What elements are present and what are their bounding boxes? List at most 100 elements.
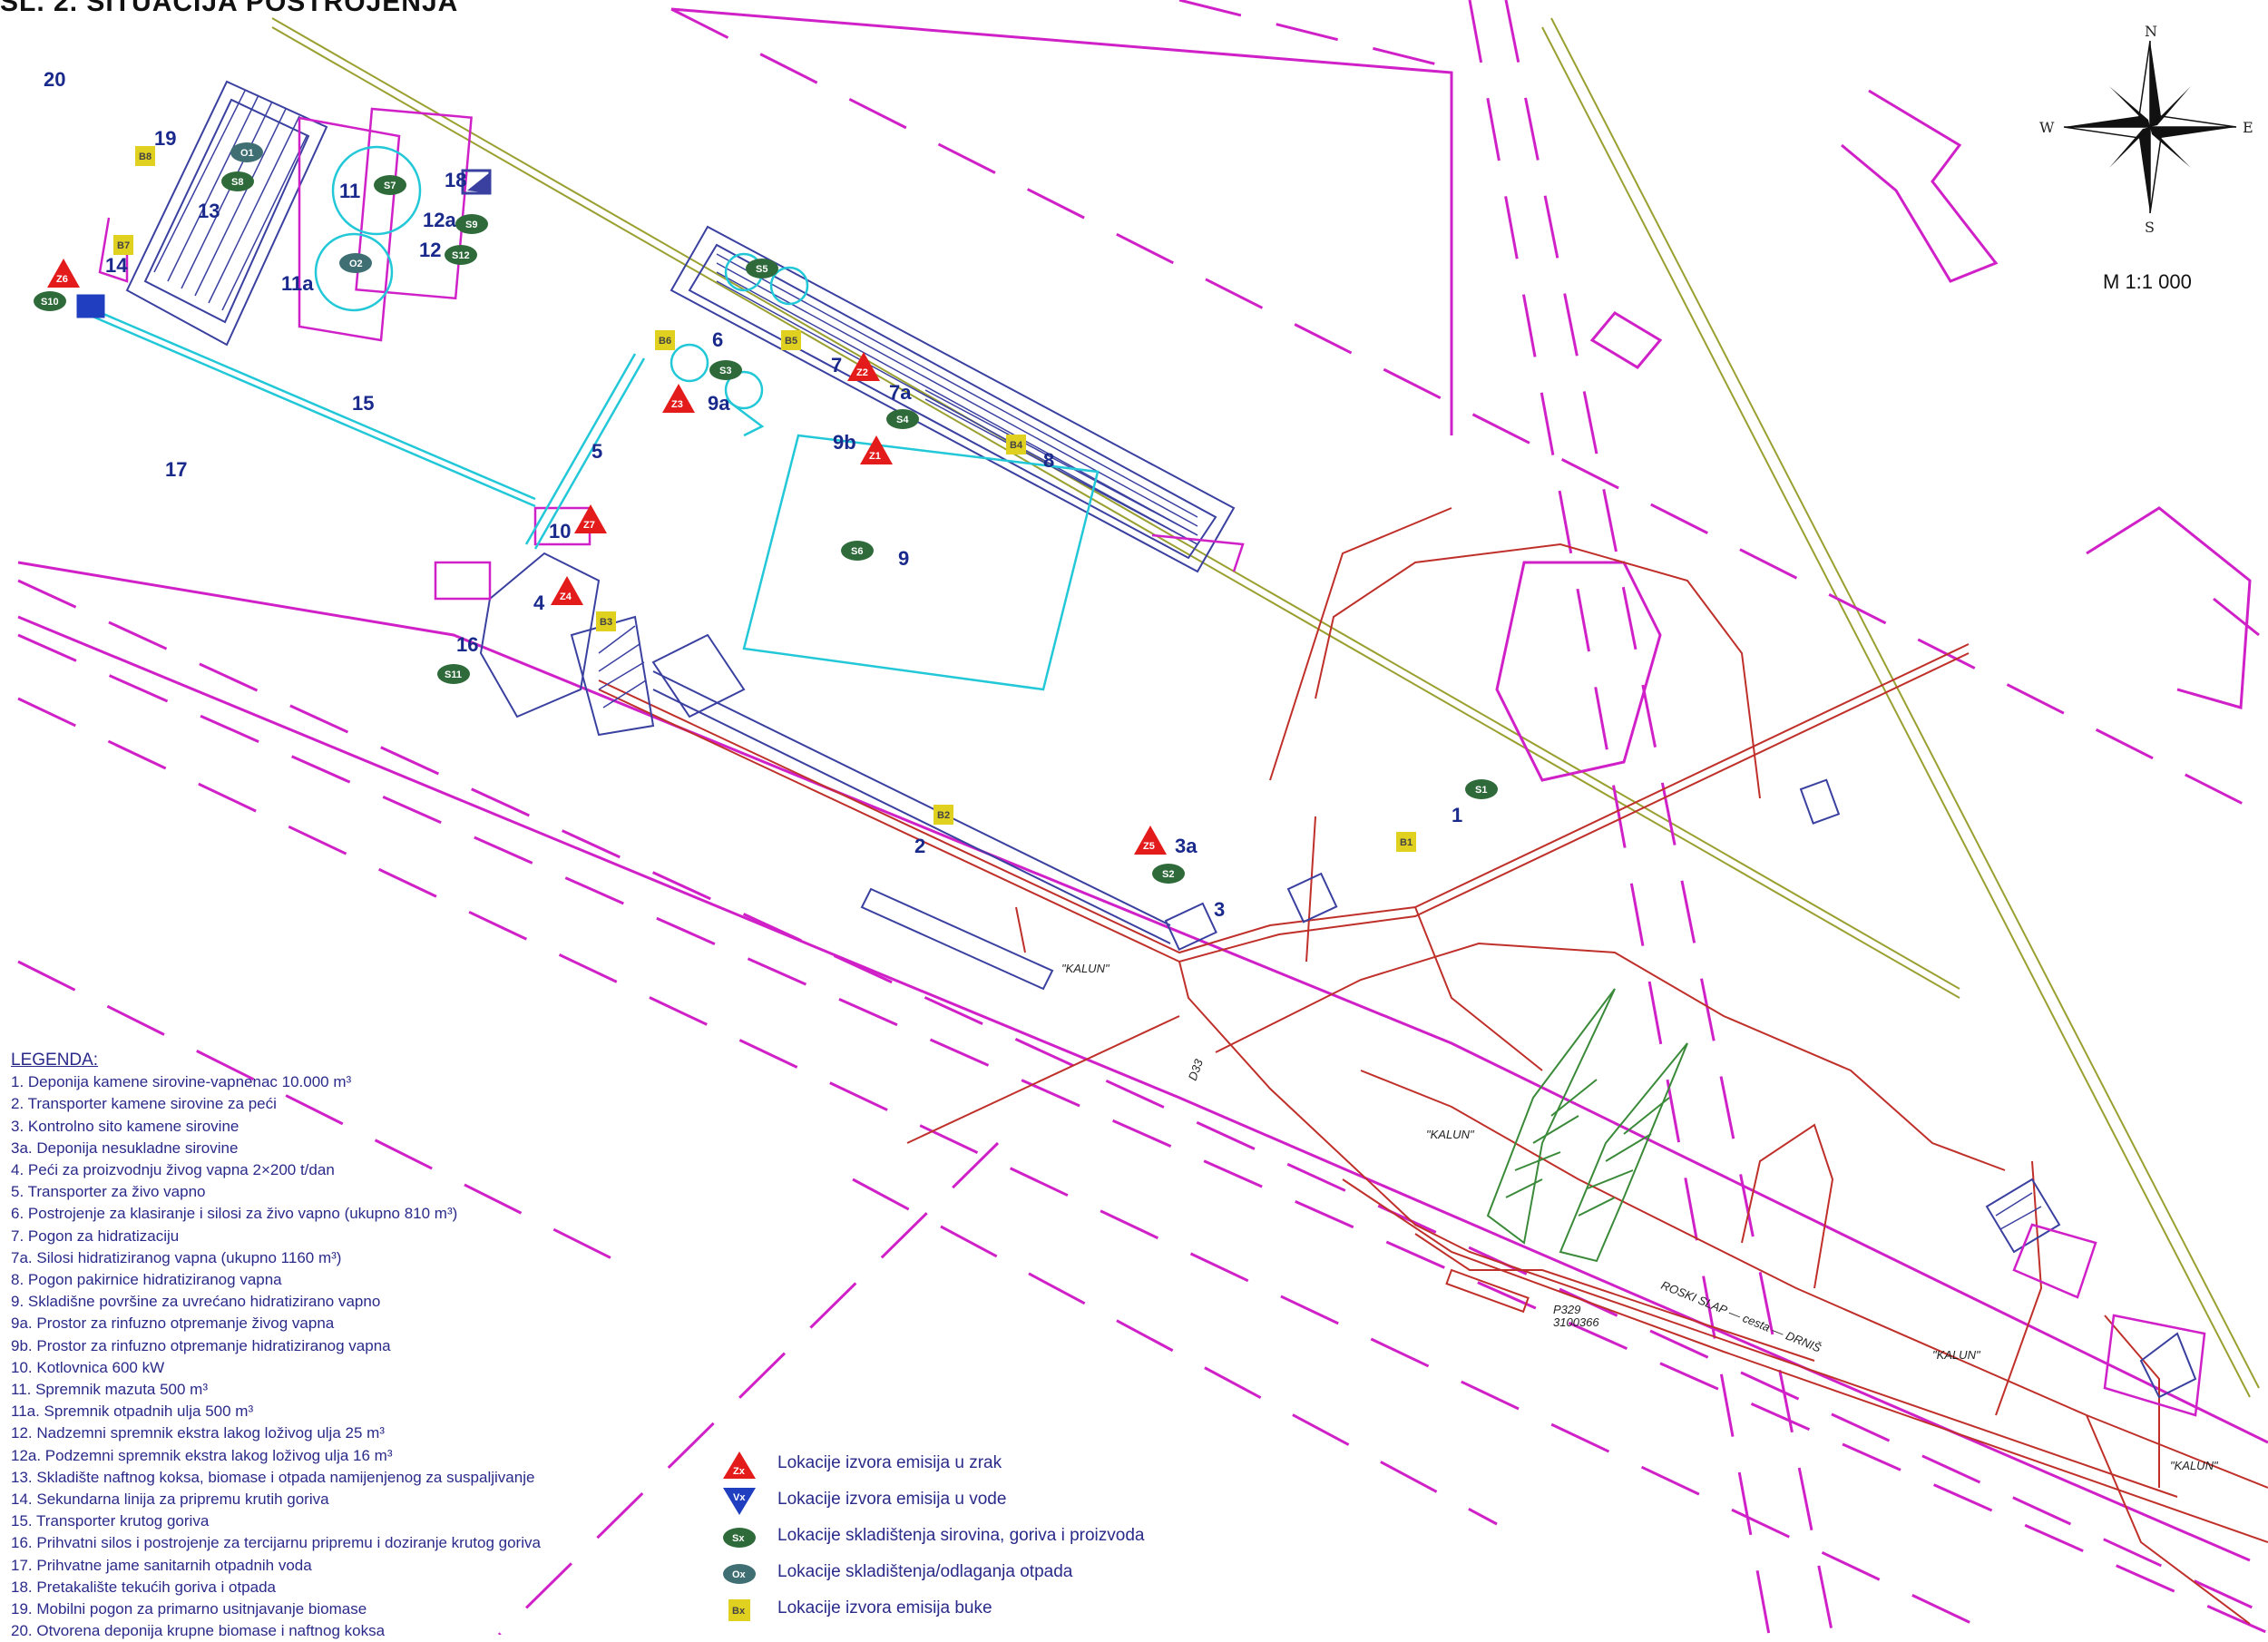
legend-item: 19. Mobilni pogon za primarno usitnjavan…	[11, 1600, 367, 1618]
marker-b8[interactable]: B8	[135, 146, 155, 166]
legend-item: 20. Otvorena deponija krupne biomase i n…	[11, 1622, 386, 1640]
label-8: 8	[1043, 449, 1054, 472]
symbol-row-waste: Ox Lokacije skladištenja/odlaganja otpad…	[721, 1559, 1229, 1589]
label-18: 18	[445, 169, 466, 191]
svg-text:Ox: Ox	[732, 1569, 747, 1580]
label-14: 14	[105, 254, 128, 277]
legend-item: 8. Pogon pakirnice hidratiziranog vapna	[11, 1271, 282, 1289]
marker-s7[interactable]: S7	[374, 175, 406, 195]
marker-o2[interactable]: O2	[339, 253, 372, 273]
marker-z3[interactable]: Z3	[662, 384, 695, 413]
svg-text:S2: S2	[1162, 869, 1174, 880]
label-3a: 3a	[1175, 835, 1198, 857]
marker-b2[interactable]: B2	[934, 805, 953, 825]
legend-item: 3a. Deponija nesukladne sirovine	[11, 1139, 239, 1157]
svg-text:Z7: Z7	[583, 520, 595, 531]
teal-ellipse-icon: Ox	[723, 1564, 756, 1584]
label-7: 7	[831, 354, 842, 376]
embankments	[1486, 988, 1688, 1263]
cyan-structures	[90, 145, 1100, 691]
legend-item: 13. Skladište naftnog koksa, biomase i o…	[11, 1468, 535, 1486]
svg-text:B6: B6	[659, 336, 671, 347]
symbol-row-noise: Bx Lokacije izvora emisija buke	[721, 1595, 1229, 1626]
yellow-square-icon: Bx	[728, 1599, 750, 1621]
label-15: 15	[352, 392, 374, 415]
marker-z5[interactable]: Z5	[1134, 826, 1167, 855]
marker-b6[interactable]: B6	[655, 330, 675, 350]
marker-b4[interactable]: B4	[1006, 435, 1026, 454]
legend-item: 9b. Prostor za rinfuzno otpremanje hidra…	[11, 1336, 391, 1354]
waste-markers[interactable]: O1 O2	[230, 142, 372, 273]
marker-s8[interactable]: S8	[221, 171, 254, 191]
svg-text:D33: D33	[1186, 1057, 1207, 1082]
svg-text:O2: O2	[349, 259, 363, 269]
svg-text:B4: B4	[1010, 440, 1023, 451]
marker-z1[interactable]: Z1	[860, 435, 893, 464]
svg-text:S5: S5	[756, 264, 767, 275]
svg-text:"KALUN": "KALUN"	[1061, 962, 1110, 975]
noise-markers[interactable]: B1 B2 B3 B4 B5 B6 B7 B8	[113, 146, 1416, 852]
label-19: 19	[154, 127, 176, 150]
label-3: 3	[1214, 898, 1225, 921]
svg-text:Bx: Bx	[732, 1606, 746, 1617]
road-labels: "KALUN" "KALUN" "KALUN" "KALUN" ROSKI SL…	[1061, 962, 2219, 1472]
marker-z6[interactable]: Z6	[47, 259, 80, 288]
label-9a: 9a	[708, 392, 730, 415]
svg-text:E: E	[2243, 119, 2253, 136]
label-13: 13	[198, 200, 220, 222]
air-emission-markers[interactable]: Z6 Z3 Z2 Z1 Z7 Z4 Z5	[47, 259, 1167, 855]
marker-s6[interactable]: S6	[841, 541, 874, 561]
marker-b3[interactable]: B3	[596, 611, 616, 631]
svg-text:B7: B7	[117, 240, 130, 251]
marker-z4[interactable]: Z4	[551, 576, 583, 605]
marker-s3[interactable]: S3	[709, 360, 742, 380]
svg-text:Z2: Z2	[856, 367, 868, 378]
legend-item: 4. Peći za proizvodnju živog vapna 2×200…	[11, 1161, 335, 1179]
label-1: 1	[1452, 804, 1462, 826]
svg-text:S8: S8	[231, 177, 243, 188]
north-arrow-icon: N S E W	[2039, 23, 2253, 236]
storage-markers[interactable]: S1 S2 S3 S4 S5 S6 S7 S8 S9 S10 S11 S12	[34, 171, 1498, 884]
svg-text:P329: P329	[1553, 1303, 1580, 1316]
area-numbers: 20 19 13 11 18 12a 12 14 11a 15 17 5 6 7…	[44, 68, 1462, 921]
legend-item: 10. Kotlovnica 600 kW	[11, 1358, 165, 1376]
svg-text:Z3: Z3	[671, 399, 683, 410]
svg-text:S1: S1	[1475, 785, 1487, 796]
marker-s9[interactable]: S9	[455, 214, 488, 234]
marker-s1[interactable]: S1	[1465, 779, 1498, 799]
green-ellipse-icon: Sx	[723, 1528, 756, 1548]
marker-s12[interactable]: S12	[445, 245, 477, 265]
label-9b: 9b	[833, 431, 856, 454]
legend-item: 14. Sekundarna linija za pripremu krutih…	[11, 1491, 329, 1509]
legend-item: 11a. Spremnik otpadnih ulja 500 m³	[11, 1403, 254, 1421]
marker-s2[interactable]: S2	[1152, 864, 1185, 884]
map-title: SL. 2. SITUACIJA POSTROJENJA	[0, 0, 459, 17]
marker-b1[interactable]: B1	[1396, 832, 1416, 852]
marker-z7[interactable]: Z7	[574, 504, 607, 533]
svg-text:O1: O1	[240, 148, 254, 159]
marker-s10[interactable]: S10	[34, 291, 66, 311]
marker-s4[interactable]: S4	[886, 409, 919, 429]
marker-s5[interactable]: S5	[746, 259, 778, 279]
label-7a: 7a	[889, 381, 912, 404]
marker-s11[interactable]: S11	[437, 664, 470, 684]
svg-text:Vx: Vx	[733, 1492, 746, 1503]
legend-item: 18. Pretakalište tekućih goriva i otpada	[11, 1578, 277, 1596]
svg-text:S10: S10	[41, 297, 59, 308]
legend-item: 2. Transporter kamene sirovine za peći	[11, 1095, 277, 1113]
label-5: 5	[591, 440, 602, 463]
legend-item: 12a. Podzemni spremnik ekstra lakog loži…	[11, 1446, 393, 1464]
label-16: 16	[456, 633, 478, 656]
hatched-areas	[153, 90, 2042, 1230]
marker-o1[interactable]: O1	[230, 142, 263, 162]
legend-item: 17. Prihvatne jame sanitarnih otpadnih v…	[11, 1556, 312, 1574]
marker-b7[interactable]: B7	[113, 235, 133, 255]
marker-z2[interactable]: Z2	[847, 352, 880, 381]
svg-text:S9: S9	[465, 220, 477, 230]
marker-b5[interactable]: B5	[781, 330, 801, 350]
svg-text:S7: S7	[384, 181, 396, 191]
scale-label: M 1:1 000	[2103, 270, 2192, 293]
railway-lines	[271, 17, 2260, 1398]
svg-text:S12: S12	[452, 250, 470, 261]
legend-item: 9a. Prostor za rinfuzno otpremanje živog…	[11, 1315, 335, 1333]
